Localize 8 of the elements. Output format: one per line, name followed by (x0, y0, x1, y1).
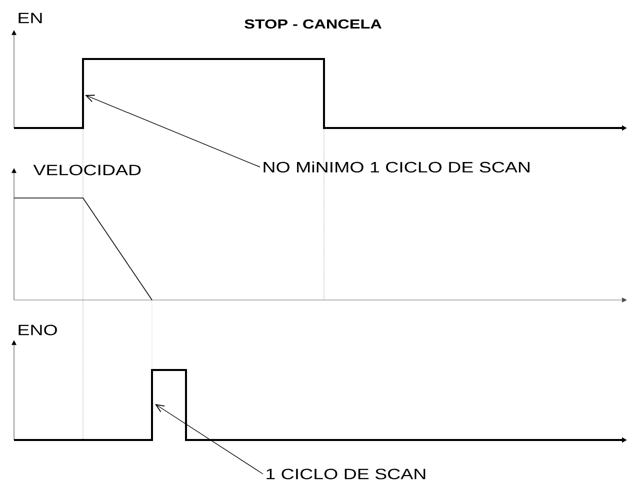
axis-label: EN (18, 12, 42, 24)
annotation-text: NO MiNIMO 1 CICLO DE SCAN (264, 162, 530, 172)
leader-line (155, 404, 264, 474)
axis-label: ENO (18, 324, 57, 336)
leader-line (85, 94, 260, 168)
axis-label: VELOCIDAD (33, 164, 141, 176)
diagram-title: STOP - CANCELA (244, 19, 382, 29)
annotation-text: 1 CICLO DE SCAN (266, 468, 426, 480)
